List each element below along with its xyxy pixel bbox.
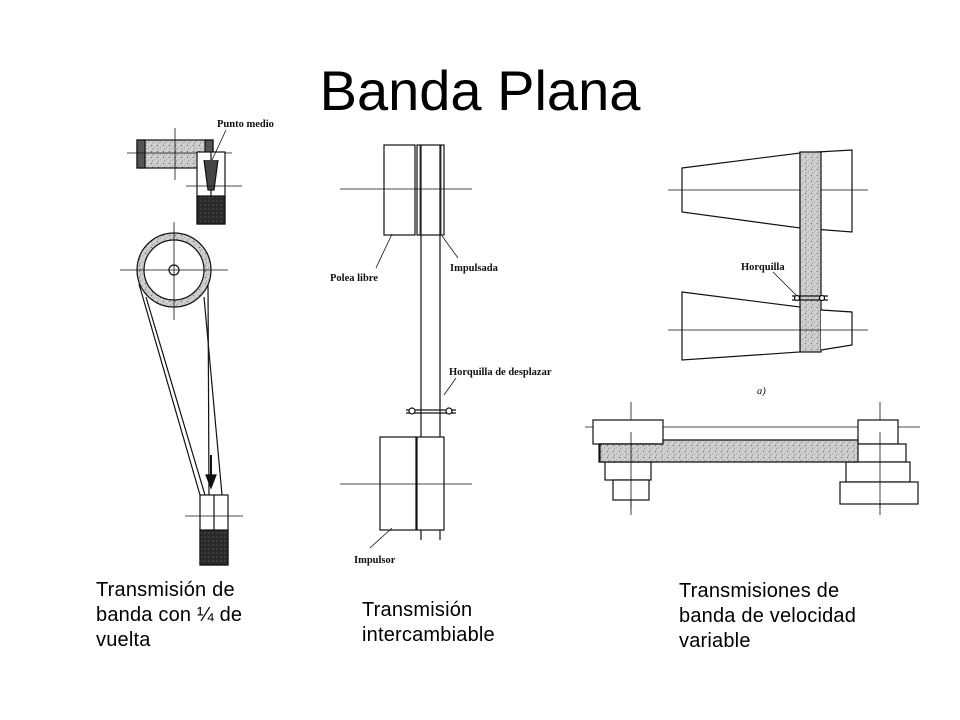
interchangeable-drive-diagram: Polea libre Impulsada Horquilla de despl… — [330, 144, 552, 566]
idle-pulley — [383, 144, 416, 236]
label-horquilla: Horquilla — [741, 262, 785, 273]
direction-arrow — [205, 455, 217, 490]
slide-title: Banda Plana — [319, 59, 641, 122]
cone-belt — [799, 151, 822, 353]
label-horquilla-desplazar: Horquilla de desplazar — [449, 367, 552, 378]
cone-pulley-diagram: Horquilla a) — [668, 149, 868, 397]
twisted-belt-upper — [186, 151, 242, 225]
cone-fork — [792, 294, 828, 302]
quarter-turn-belt-diagram: Punto medio — [120, 119, 274, 566]
shifting-fork — [406, 377, 457, 415]
label-punto-medio: Punto medio — [217, 119, 274, 130]
caption-quarter-turn: Transmisión de banda con ¼ de vuelta — [96, 579, 243, 651]
label-impulsada: Impulsada — [450, 263, 499, 274]
label-sub-a: a) — [757, 386, 766, 397]
label-impulsor: Impulsor — [354, 555, 396, 566]
caption-interchangeable: Transmisión intercambiable — [362, 599, 495, 646]
bottom-pulley-vertical — [185, 494, 243, 566]
stepped-pulley-diagram — [585, 402, 920, 515]
label-polea-libre: Polea libre — [330, 273, 378, 284]
round-pulley — [120, 222, 228, 320]
caption-variable-speed: Transmisiones de banda de velocidad vari… — [679, 580, 857, 652]
drive-pulley — [379, 436, 417, 531]
stepped-belt — [599, 439, 859, 463]
